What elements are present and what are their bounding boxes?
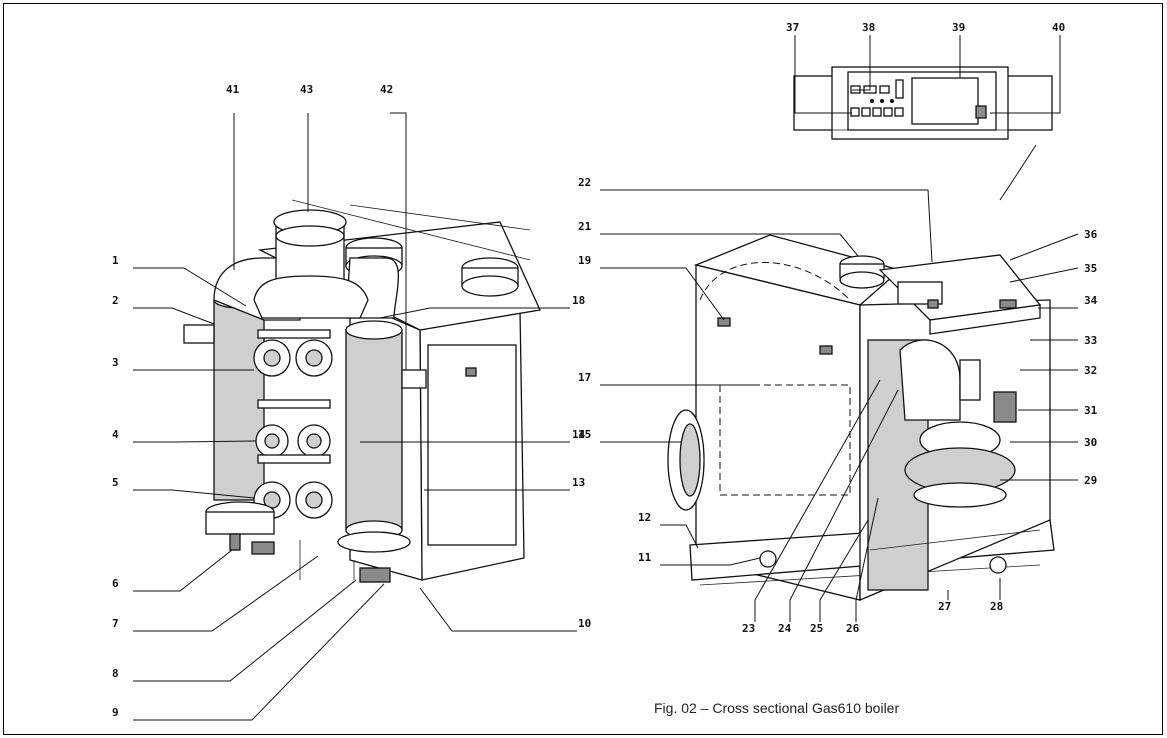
callout-29: 29 bbox=[1084, 474, 1097, 487]
callout-19: 19 bbox=[578, 254, 591, 267]
callout-26: 26 bbox=[846, 622, 860, 635]
callout-31: 31 bbox=[1084, 404, 1098, 417]
callout-40: 40 bbox=[1052, 21, 1065, 34]
callout-1: 1 bbox=[112, 254, 119, 267]
callout-7: 7 bbox=[112, 617, 119, 630]
callout-14: 14 bbox=[572, 428, 586, 441]
callout-10: 10 bbox=[578, 617, 591, 630]
callout-43: 43 bbox=[300, 83, 313, 96]
callout-5: 5 bbox=[112, 476, 119, 489]
callout-24: 24 bbox=[778, 622, 792, 635]
callout-13: 13 bbox=[572, 476, 585, 489]
boiler-front-view bbox=[667, 234, 1055, 601]
leader-lines bbox=[133, 35, 1079, 721]
callout-33: 33 bbox=[1084, 334, 1097, 347]
callout-38: 38 bbox=[862, 21, 875, 34]
callout-12: 12 bbox=[638, 511, 651, 524]
callout-34: 34 bbox=[1084, 294, 1098, 307]
boiler-rear-view bbox=[183, 199, 541, 583]
callout-3: 3 bbox=[112, 356, 119, 369]
callout-25: 25 bbox=[810, 622, 823, 635]
callout-35: 35 bbox=[1084, 262, 1097, 275]
callout-37: 37 bbox=[786, 21, 799, 34]
callout-28: 28 bbox=[990, 600, 1003, 613]
figure-frame bbox=[3, 3, 1163, 735]
control-panel-detail bbox=[793, 66, 1053, 140]
callout-27: 27 bbox=[938, 600, 951, 613]
callout-30: 30 bbox=[1084, 436, 1097, 449]
callout-17: 17 bbox=[578, 371, 591, 384]
callout-labels: 1 2 3 4 5 6 7 8 9 10 11 12 13 14 15 17 1… bbox=[112, 21, 1098, 719]
callout-42: 42 bbox=[380, 83, 393, 96]
callout-9: 9 bbox=[112, 706, 119, 719]
callout-32: 32 bbox=[1084, 364, 1097, 377]
callout-4: 4 bbox=[112, 428, 119, 441]
callout-39: 39 bbox=[952, 21, 965, 34]
callout-23: 23 bbox=[742, 622, 755, 635]
callout-11: 11 bbox=[638, 551, 652, 564]
callout-21: 21 bbox=[578, 220, 592, 233]
callout-18: 18 bbox=[572, 294, 585, 307]
callout-22: 22 bbox=[578, 176, 591, 189]
callout-15: 15 bbox=[578, 428, 591, 441]
figure-caption: Fig. 02 – Cross sectional Gas610 boiler bbox=[654, 700, 900, 716]
callout-41: 41 bbox=[226, 83, 240, 96]
callout-2: 2 bbox=[112, 294, 119, 307]
callout-36: 36 bbox=[1084, 228, 1098, 241]
callout-6: 6 bbox=[112, 577, 119, 590]
callout-8: 8 bbox=[112, 667, 119, 680]
